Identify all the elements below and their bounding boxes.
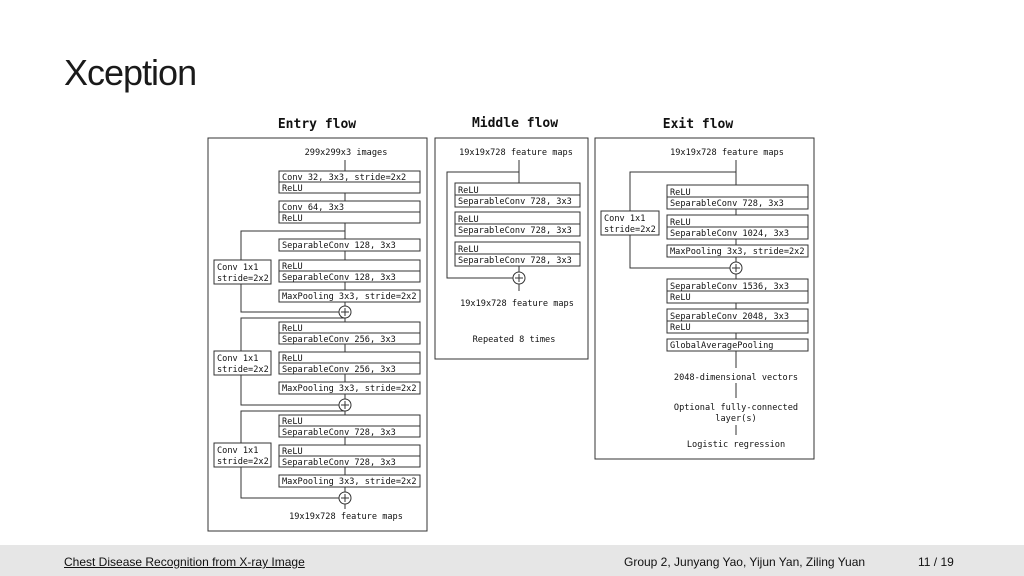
slide-title: Xception [64,52,197,93]
exit-gap-box [666,338,809,352]
exit-skip-label-a: Conv 1x1 [604,214,645,224]
footer-bar: Chest Disease Recognition from X-ray Ima… [0,545,1024,576]
entry-sep256a-text: SeparableConv 256, 3x3 [282,335,396,345]
entry-sep256b-text: SeparableConv 256, 3x3 [282,365,396,375]
exit-block4-text: SeparableConv 2048, 3x3 [670,312,789,322]
entry-conv32-relu: ReLU [282,184,303,194]
entry-skip3-label-b: stride=2x2 [217,457,269,467]
entry-conv64-relu: ReLU [282,214,303,224]
entry-maxpool3-text: MaxPooling 3x3, stride=2x2 [282,477,417,487]
middle-output-label: 19x19x728 feature maps [460,299,574,309]
entry-sep256a-relu: ReLU [282,324,303,334]
entry-conv32-text: Conv 32, 3x3, stride=2x2 [282,173,406,183]
entry-skip2-label-b: stride=2x2 [217,365,269,375]
exit-fc-label-a: Optional fully-connected [674,403,798,413]
entry-maxpool3-box [278,474,421,488]
exit-block1-text: SeparableConv 728, 3x3 [670,199,784,209]
exit-block3-relu: ReLU [670,293,691,303]
middle-block1-relu: ReLU [458,186,479,196]
entry-maxpool2-box [278,381,421,395]
middle-block3-relu: ReLU [458,245,479,255]
footer-page-number: 11 / 19 [918,555,954,569]
entry-sep728b-relu: ReLU [282,447,303,457]
entry-sep128a-text: SeparableConv 128, 3x3 [282,241,396,251]
entry-maxpool1-box [278,289,421,303]
exit-block1-relu: ReLU [670,188,691,198]
entry-sep128b-text: SeparableConv 128, 3x3 [282,273,396,283]
entry-conv64-text: Conv 64, 3x3 [282,203,344,213]
entry-skip1-label-b: stride=2x2 [217,274,269,284]
exit-gap-text: GlobalAveragePooling [670,341,773,351]
middle-repeat-label: Repeated 8 times [473,335,556,345]
middle-block2-text: SeparableConv 728, 3x3 [458,226,572,236]
entry-sep728a-relu: ReLU [282,417,303,427]
middle-input-label: 19x19x728 feature maps [459,148,573,158]
footer-authors: Group 2, Junyang Yao, Yijun Yan, Ziling … [624,555,866,569]
footer-title-link[interactable]: Chest Disease Recognition from X-ray Ima… [64,555,305,569]
exit-maxpool-text: MaxPooling 3x3, stride=2x2 [670,247,805,257]
exit-block2-relu: ReLU [670,218,691,228]
entry-sep728a-text: SeparableConv 728, 3x3 [282,428,396,438]
exit-fc-label-b: layer(s) [715,414,756,424]
middle-block3-text: SeparableConv 728, 3x3 [458,256,572,266]
entry-sep128b-relu: ReLU [282,262,303,272]
exit-input-label: 19x19x728 feature maps [670,148,784,158]
exit-block2-text: SeparableConv 1024, 3x3 [670,229,789,239]
exit-skip-label-b: stride=2x2 [604,225,656,235]
middle-flow-panel [434,137,589,360]
entry-sep728b-text: SeparableConv 728, 3x3 [282,458,396,468]
entry-flow-panel [207,137,428,532]
xception-architecture-diagram: Entry flow Middle flow Exit flow 299x299… [207,116,815,532]
exit-vectors-label: 2048-dimensional vectors [674,373,798,383]
exit-block4-relu: ReLU [670,323,691,333]
entry-sep128a-box [278,238,421,252]
middle-flow-title: Middle flow [472,116,558,131]
entry-input-label: 299x299x3 images [305,148,388,158]
middle-block2-relu: ReLU [458,215,479,225]
entry-skip2-label-a: Conv 1x1 [217,354,258,364]
entry-maxpool1-text: MaxPooling 3x3, stride=2x2 [282,292,417,302]
entry-sep256b-relu: ReLU [282,354,303,364]
entry-skip1-label-a: Conv 1x1 [217,263,258,273]
exit-flow-panel [594,137,815,460]
entry-output-label: 19x19x728 feature maps [289,512,403,522]
entry-maxpool2-text: MaxPooling 3x3, stride=2x2 [282,384,417,394]
entry-flow-title: Entry flow [278,117,356,132]
exit-block3-text: SeparableConv 1536, 3x3 [670,282,789,292]
middle-block1-text: SeparableConv 728, 3x3 [458,197,572,207]
exit-flow-title: Exit flow [663,117,734,132]
exit-maxpool-box [666,244,809,258]
entry-skip3-label-a: Conv 1x1 [217,446,258,456]
exit-logistic-label: Logistic regression [687,440,785,450]
